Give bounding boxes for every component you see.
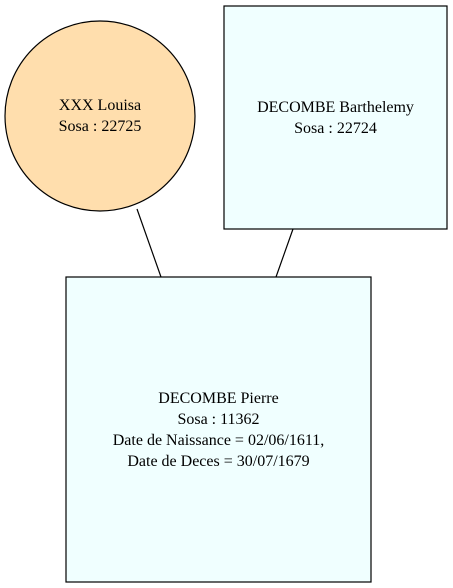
child-node-shape bbox=[65, 276, 372, 583]
mother-node[interactable]: XXX Louisa Sosa : 22725 bbox=[5, 21, 195, 211]
mother-name: XXX Louisa bbox=[58, 97, 142, 114]
father-name: DECOMBE Barthelemy bbox=[257, 98, 414, 116]
edge-mother-child bbox=[136, 208, 162, 278]
child-death-date: Date de Deces = 30/07/1679 bbox=[127, 452, 310, 470]
child-name: DECOMBE Pierre bbox=[158, 389, 279, 407]
edge-father-child bbox=[275, 228, 294, 278]
father-node[interactable]: DECOMBE Barthelemy Sosa : 22724 bbox=[224, 6, 447, 229]
child-node[interactable]: DECOMBE Pierre Sosa : 11362 Date de Nais… bbox=[66, 277, 371, 582]
mother-node-shape bbox=[4, 20, 196, 212]
father-node-shape bbox=[223, 5, 448, 230]
child-sosa: Sosa : 11362 bbox=[177, 410, 260, 428]
father-sosa: Sosa : 22724 bbox=[294, 119, 377, 137]
child-birth-date: Date de Naissance = 02/06/1611, bbox=[112, 431, 325, 449]
mother-sosa: Sosa : 22725 bbox=[58, 118, 142, 135]
